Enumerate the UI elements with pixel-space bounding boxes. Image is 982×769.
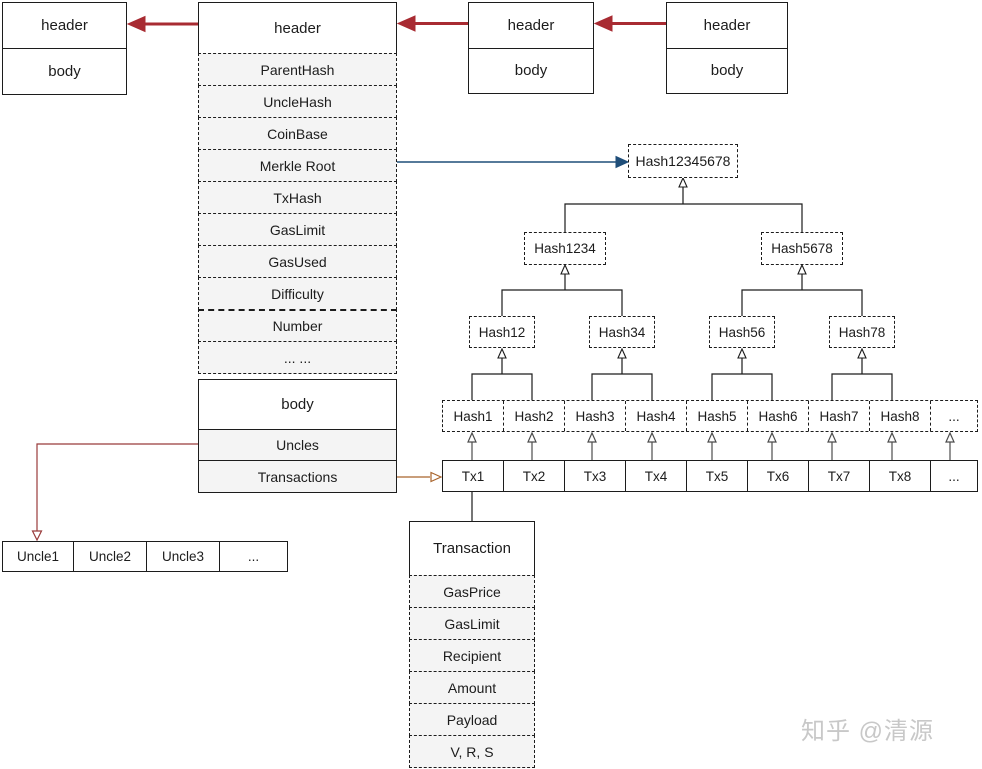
tx-field-amount: Amount [409, 671, 535, 704]
tx-field-gaslimit: GasLimit [409, 607, 535, 640]
merkle-root-arrow [397, 155, 630, 169]
tx6-cell: Tx6 [747, 461, 808, 491]
transactions-arrow [397, 471, 443, 483]
leaf-hash8: Hash8 [869, 401, 930, 431]
tx1-cell: Tx1 [461, 468, 485, 484]
merkle-node-hash12: Hash12 [469, 316, 535, 348]
tx-to-hash-arrows [467, 431, 955, 460]
leaf-hash1: Hash1 [453, 408, 493, 424]
field-row-difficulty: Difficulty [198, 277, 397, 310]
hash12-bracket [471, 358, 533, 400]
hash5678-bracket [741, 274, 863, 316]
merkle-node-hash34: Hash34 [589, 316, 655, 348]
body-row-uncles: Uncles [198, 428, 397, 462]
block-header-cell: header [507, 16, 555, 34]
chain-block-d: header body [666, 2, 788, 94]
leaf-hash7: Hash7 [808, 401, 869, 431]
merkle-node-hash78: Hash78 [829, 316, 895, 348]
body-row-transactions: Transactions [198, 460, 397, 493]
field-row-number: Number [198, 309, 397, 342]
field-row-uncle-hash: UncleHash [198, 85, 397, 118]
merkle-node-hash56: Hash56 [709, 316, 775, 348]
uncle3-cell: Uncle3 [146, 542, 219, 571]
merkle-leaf-row: Hash1 Hash2 Hash3 Hash4 Hash5 Hash6 Hash… [442, 400, 978, 432]
header-fields-list: ParentHash UncleHash CoinBase Merkle Roo… [198, 53, 397, 374]
uncles-arrow [31, 443, 198, 542]
tx-ellipsis-cell: ... [930, 461, 977, 491]
root-bracket [564, 187, 803, 232]
prev-block-arrows [126, 15, 666, 33]
expanded-header-cell: header [198, 2, 397, 54]
merkle-open-arrowheads [497, 176, 867, 359]
uncles-row: Uncle1 Uncle2 Uncle3 ... [2, 541, 288, 572]
field-row-coinbase: CoinBase [198, 117, 397, 150]
leaf-hash4: Hash4 [625, 401, 686, 431]
block-header-cell: header [703, 16, 751, 34]
hash34-bracket [591, 358, 653, 400]
hash56-bracket [711, 358, 773, 400]
hash78-bracket [831, 358, 893, 400]
field-row-gasused: GasUsed [198, 245, 397, 278]
tx2-cell: Tx2 [503, 461, 564, 491]
chain-block-c: header body [468, 2, 594, 94]
field-row-txhash: TxHash [198, 181, 397, 214]
chain-block-a: header body [2, 2, 127, 95]
tx4-cell: Tx4 [625, 461, 686, 491]
uncle1-cell: Uncle1 [16, 549, 60, 564]
leaf-hash6: Hash6 [747, 401, 808, 431]
merkle-tree-connectors [471, 187, 893, 521]
transaction-fields-list: GasPrice GasLimit Recipient Amount Paylo… [409, 575, 535, 768]
transactions-row: Tx1 Tx2 Tx3 Tx4 Tx5 Tx6 Tx7 Tx8 ... [442, 460, 978, 492]
block-body-cell: body [667, 47, 787, 94]
field-row-parent-hash: ParentHash [198, 53, 397, 86]
tx7-cell: Tx7 [808, 461, 869, 491]
tx-field-vrs: V, R, S [409, 735, 535, 768]
block-header-cell: header [41, 17, 88, 34]
field-row-merkle-root: Merkle Root [198, 149, 397, 182]
tx-field-gasprice: GasPrice [409, 575, 535, 608]
tx8-cell: Tx8 [869, 461, 930, 491]
field-row-ellipsis: ... ... [198, 341, 397, 374]
tx5-cell: Tx5 [686, 461, 747, 491]
leaf-hash2: Hash2 [503, 401, 564, 431]
leaf-hash3: Hash3 [564, 401, 625, 431]
watermark: 知乎 @清源 [801, 718, 935, 745]
block-body-cell: body [3, 48, 126, 94]
merkle-root-node: Hash12345678 [628, 144, 738, 178]
tx3-cell: Tx3 [564, 461, 625, 491]
transaction-title-cell: Transaction [409, 521, 535, 576]
body-section: body Uncles Transactions [198, 379, 397, 493]
tx-field-payload: Payload [409, 703, 535, 736]
merkle-node-hash5678: Hash5678 [761, 232, 843, 265]
hash1234-bracket [501, 274, 623, 316]
block-body-cell: body [469, 47, 593, 94]
leaf-hash5: Hash5 [686, 401, 747, 431]
uncle-ellipsis-cell: ... [219, 542, 287, 571]
leaf-ellipsis: ... [930, 401, 977, 431]
field-row-gaslimit: GasLimit [198, 213, 397, 246]
tx-field-recipient: Recipient [409, 639, 535, 672]
uncle2-cell: Uncle2 [73, 542, 146, 571]
body-title-cell: body [198, 379, 397, 430]
merkle-node-hash1234: Hash1234 [524, 232, 606, 265]
